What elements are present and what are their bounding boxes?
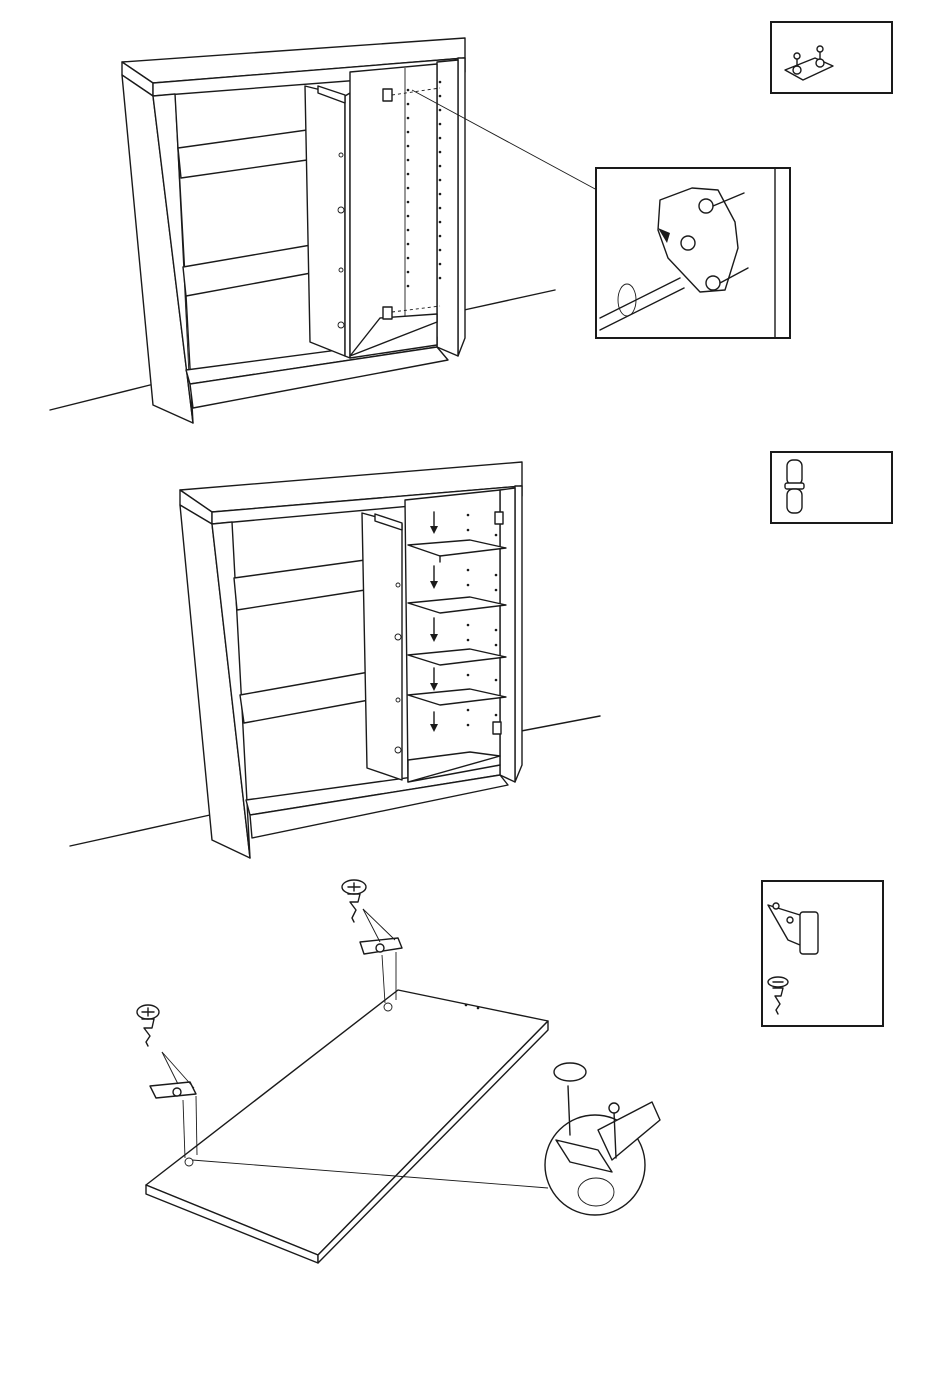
mounting-plate-lower-2 xyxy=(493,722,501,734)
hinge-upper xyxy=(360,909,402,1003)
rotate-arrow-icon-2 xyxy=(554,1063,586,1081)
door-board xyxy=(146,990,548,1263)
step-1-part-box xyxy=(771,22,892,93)
screw-icon-lower xyxy=(137,1005,159,1046)
screw-icon-upper xyxy=(342,880,366,922)
shelf-support-pin-icon xyxy=(785,460,804,513)
floor-line-2 xyxy=(70,815,210,846)
step-2-illustration xyxy=(70,462,600,858)
floor-line xyxy=(50,385,150,410)
shelf-hole-row-front xyxy=(407,89,410,288)
back-rail-upper xyxy=(178,130,307,178)
step-1-illustration xyxy=(50,38,597,423)
step-2-part-box xyxy=(771,452,892,523)
shelf-hole-row-back xyxy=(439,81,442,280)
right-side-panel xyxy=(458,58,465,356)
back-rail-lower-2 xyxy=(240,672,369,723)
right-compartment-2 xyxy=(405,490,500,782)
open-door-panel-2 xyxy=(362,513,402,780)
back-rail-lower xyxy=(183,245,311,296)
right-compartment xyxy=(350,64,437,358)
open-door-panel xyxy=(305,86,345,356)
hinge-lower xyxy=(150,1052,197,1158)
step-3-part-box xyxy=(762,881,883,1026)
step-3-illustration xyxy=(137,880,660,1263)
mounting-plate-upper-2 xyxy=(495,512,503,524)
back-rail-upper-2 xyxy=(234,560,365,610)
hinge-screw-detail xyxy=(545,1063,660,1215)
step-1-detail-box xyxy=(596,168,790,338)
